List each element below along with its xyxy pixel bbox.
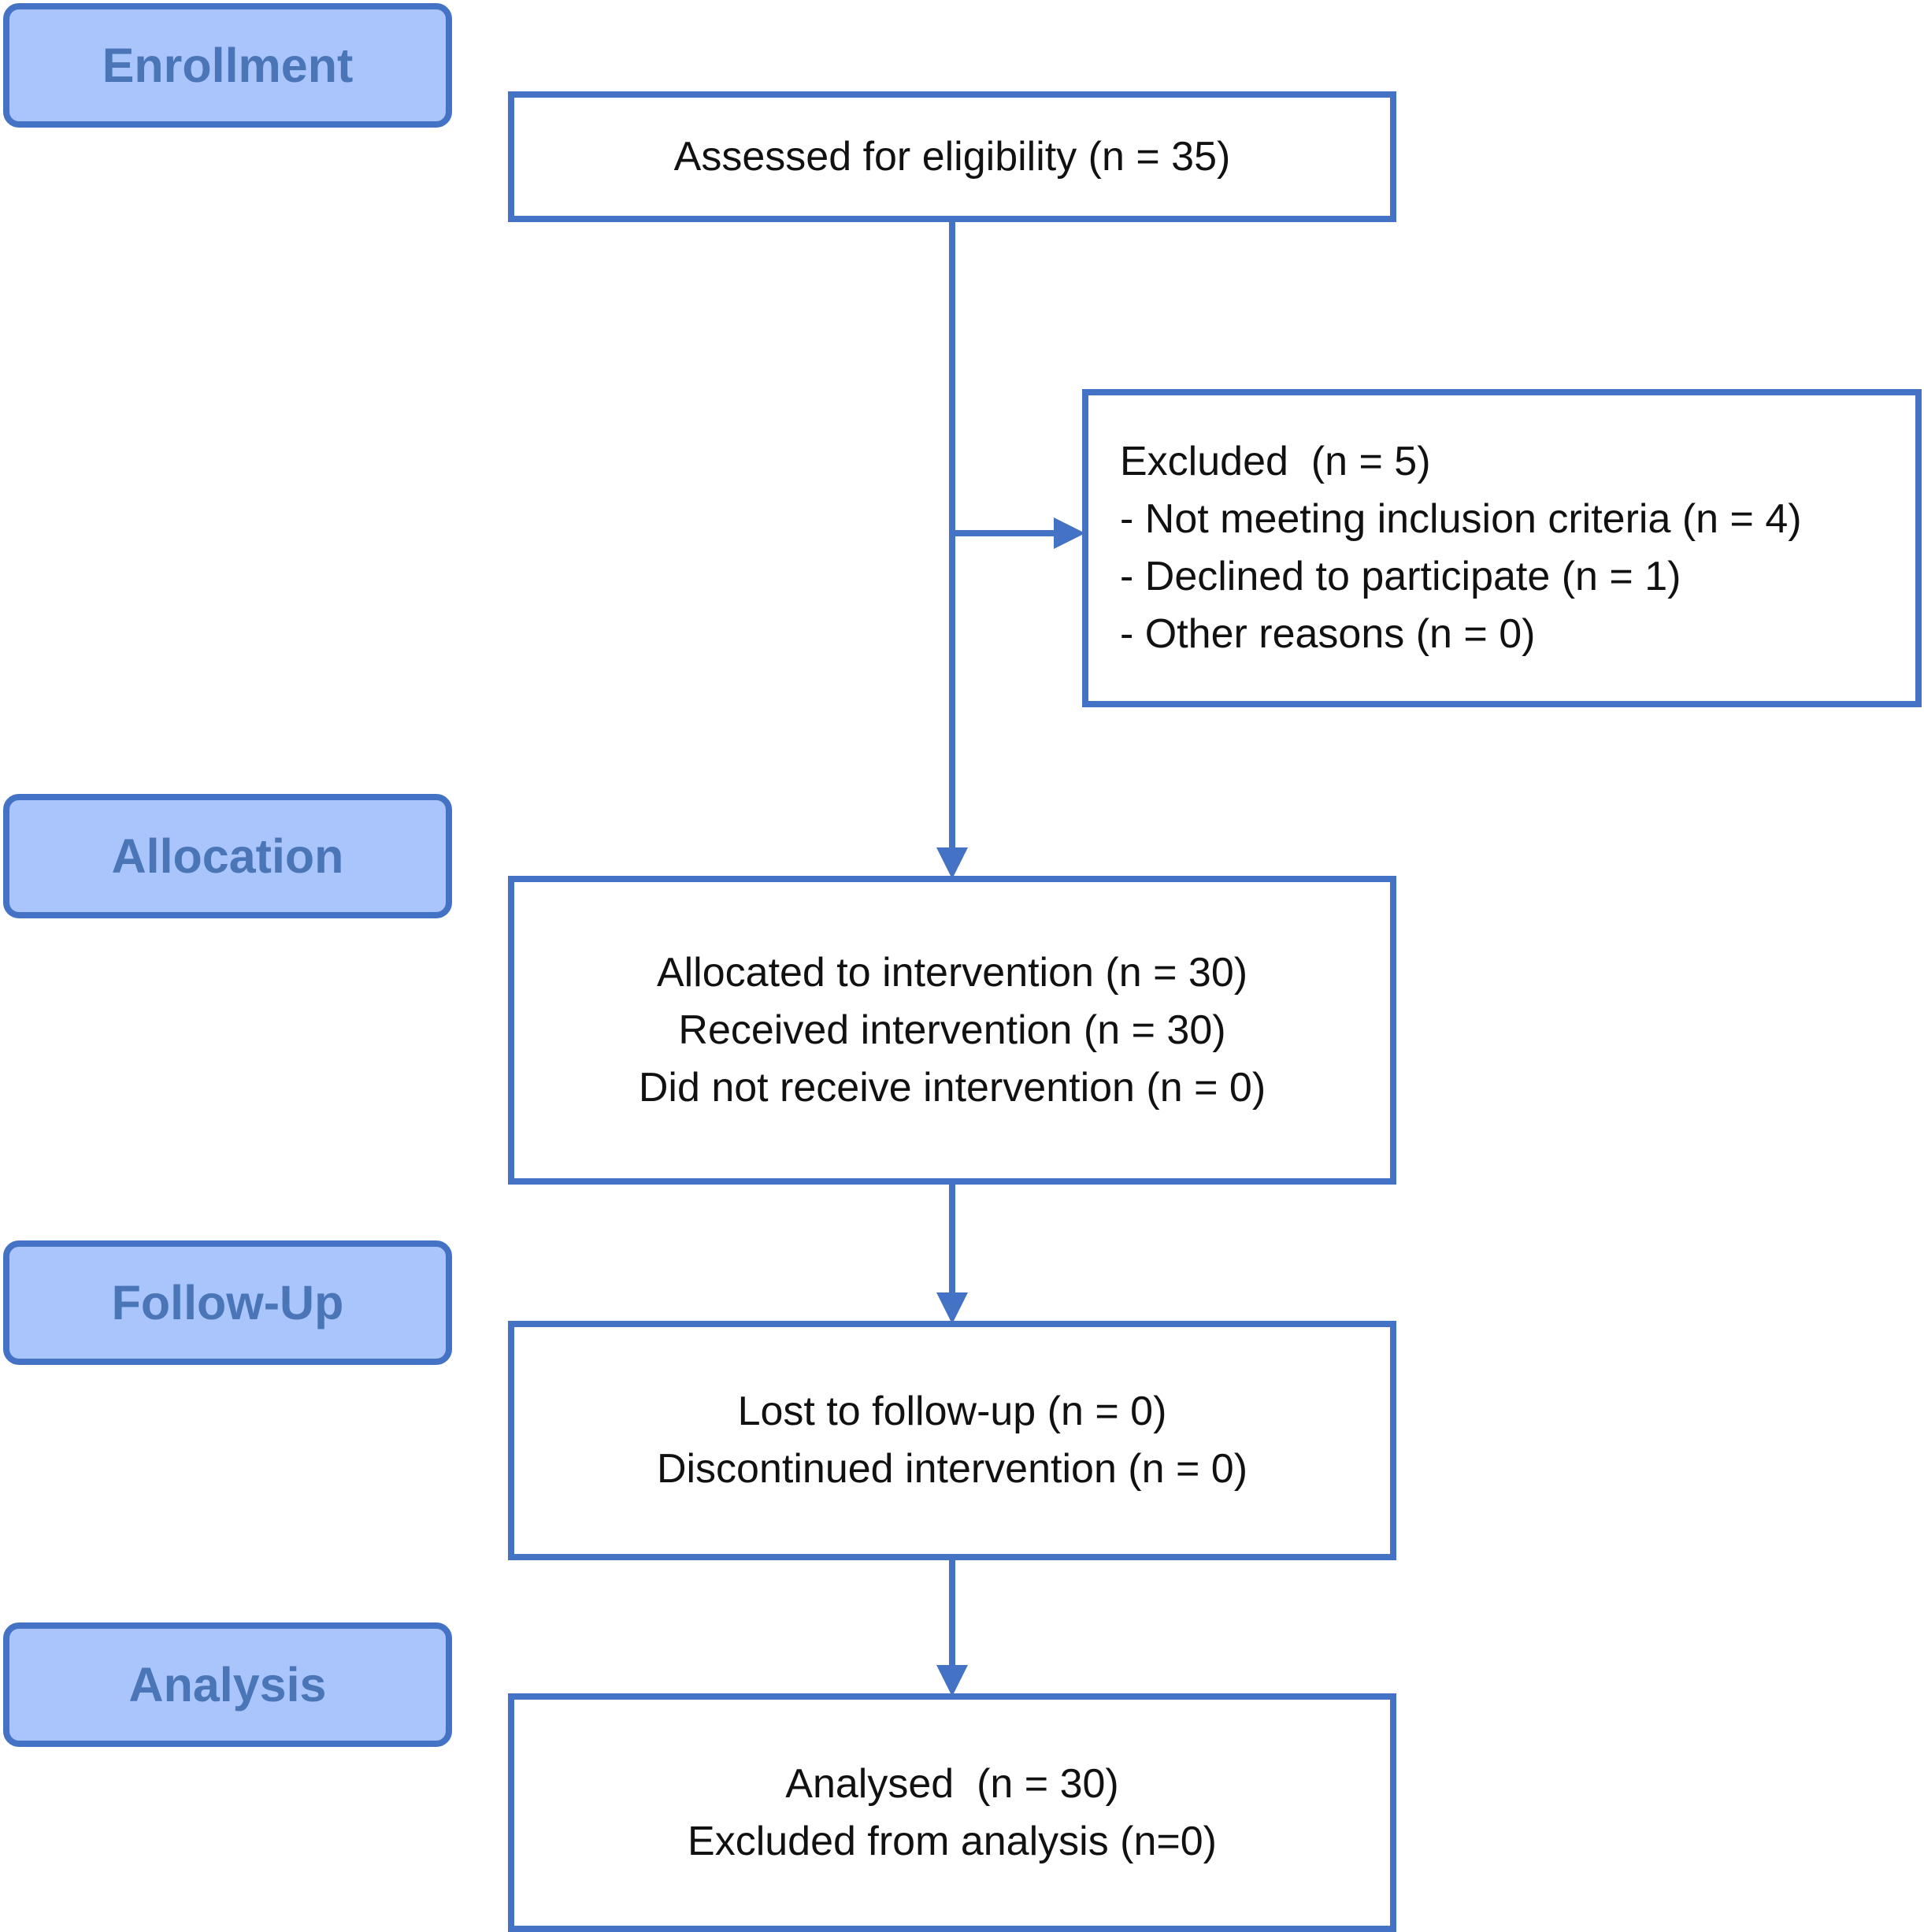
stage-enrollment-label: Enrollment bbox=[102, 39, 354, 92]
lost-line: Lost to follow-up (n = 0) bbox=[737, 1389, 1167, 1434]
analysed-box: Analysed (n = 30) Excluded from analysis… bbox=[508, 1693, 1396, 1932]
stage-enrollment: Enrollment bbox=[3, 3, 452, 128]
assessed-box: Assessed for eligibility (n = 35) bbox=[508, 91, 1396, 222]
excluded-line-criteria: - Not meeting inclusion criteria (n = 4) bbox=[1120, 496, 1802, 542]
excluded-box: Excluded (n = 5) - Not meeting inclusion… bbox=[1082, 389, 1922, 707]
stage-analysis-label: Analysis bbox=[128, 1658, 327, 1711]
excluded-line-total: Excluded (n = 5) bbox=[1120, 439, 1431, 484]
received-line: Received intervention (n = 30) bbox=[678, 1007, 1226, 1053]
discontinued-line: Discontinued intervention (n = 0) bbox=[656, 1446, 1248, 1492]
stage-analysis: Analysis bbox=[3, 1622, 452, 1747]
analysed-line: Analysed (n = 30) bbox=[785, 1760, 1119, 1807]
stage-allocation: Allocation bbox=[3, 794, 452, 918]
excluded-line-declined: - Declined to participate (n = 1) bbox=[1120, 554, 1681, 599]
stage-follow-up: Follow-Up bbox=[3, 1240, 452, 1365]
follow-up-box: Lost to follow-up (n = 0) Discontinued i… bbox=[508, 1321, 1396, 1560]
assessed-line: Assessed for eligibility (n = 35) bbox=[673, 133, 1231, 180]
excluded-from-analysis-line: Excluded from analysis (n=0) bbox=[688, 1818, 1217, 1864]
allocated-box: Allocated to intervention (n = 30) Recei… bbox=[508, 876, 1396, 1185]
stage-allocation-label: Allocation bbox=[111, 829, 344, 883]
allocated-line: Allocated to intervention (n = 30) bbox=[656, 949, 1248, 996]
not-received-line: Did not receive intervention (n = 0) bbox=[638, 1064, 1266, 1111]
stage-follow-up-label: Follow-Up bbox=[111, 1276, 344, 1329]
excluded-line-other: - Other reasons (n = 0) bbox=[1120, 611, 1536, 657]
